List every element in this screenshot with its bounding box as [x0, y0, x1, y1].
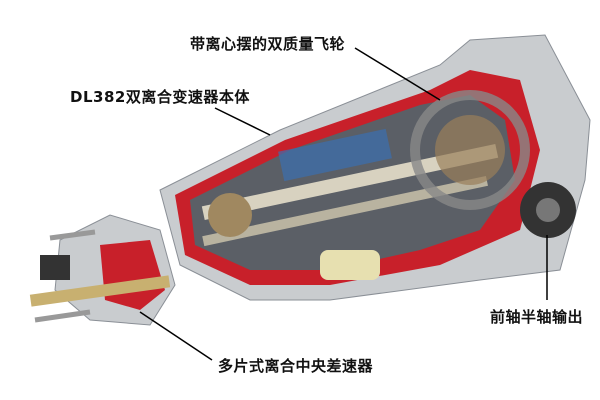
gearbox-label: DL382双离合变速器本体 [70, 88, 250, 106]
gearbox-leader-line [214, 107, 271, 136]
front-axle-label: 前轴半轴输出 [490, 308, 584, 326]
center-diff-leader-line [139, 311, 213, 361]
center-differential-unit [29, 214, 176, 326]
gearbox-body [159, 34, 591, 301]
flywheel-label: 带离心摆的双质量飞轮 [190, 35, 346, 53]
flywheel-leader-line [354, 47, 441, 101]
center-diff-label: 多片式离合中央差速器 [218, 357, 374, 375]
